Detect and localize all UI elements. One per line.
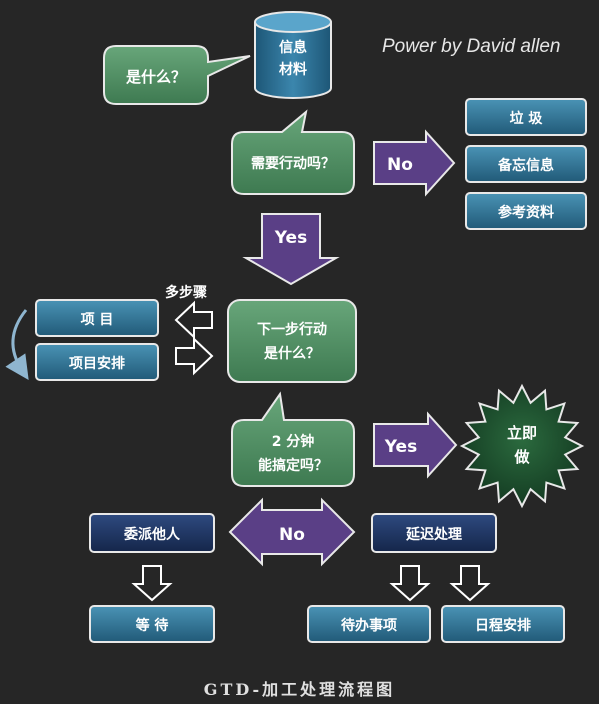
- material-label: 材料: [279, 61, 307, 78]
- do-now-star: 立即 做: [459, 383, 585, 509]
- no-double-arrow: No: [228, 497, 356, 567]
- multi-step-label: 多步骤: [165, 284, 207, 301]
- credit-text: Power by David allen: [382, 36, 561, 57]
- calendar-box: 日程安排: [441, 605, 565, 643]
- calendar-label: 日程安排: [475, 617, 531, 634]
- todo-label: 待办事项: [341, 617, 397, 634]
- curved-arrow: [5, 309, 29, 380]
- defer-label: 延迟处理: [405, 526, 462, 543]
- memo-box: 备忘信息: [465, 145, 587, 183]
- no-label-2: No: [279, 525, 305, 545]
- memo-label: 备忘信息: [497, 157, 554, 174]
- two-minute-label-1: 2 分钟: [272, 433, 315, 450]
- yes-label-1: Yes: [274, 228, 307, 248]
- delegate-box: 委派他人: [89, 513, 215, 553]
- project-label: 项 目: [81, 312, 114, 328]
- yes-label-2: Yes: [384, 437, 417, 457]
- need-action-callout: 需要行动吗？: [231, 109, 355, 195]
- project-plan-label: 项目安排: [69, 355, 125, 372]
- hollow-arrow-left: [174, 300, 213, 340]
- yes-arrow-right: Yes: [373, 411, 458, 479]
- trash-box: 垃 圾: [465, 98, 587, 136]
- wait-label: 等 待: [136, 617, 169, 634]
- do-now-label-2: 做: [513, 448, 530, 466]
- hollow-arrow-down-calendar: [449, 565, 491, 602]
- diagram-caption: GTD-加工处理流程图: [203, 680, 396, 699]
- two-minute-label-2: 能搞定吗？: [258, 457, 328, 474]
- reference-label: 参考资料: [498, 204, 554, 221]
- info-material-cylinder: 信息 材料: [254, 11, 332, 99]
- no-arrow-right: No: [373, 129, 456, 197]
- info-label: 信息: [279, 39, 307, 56]
- next-action-label-1: 下一步行动: [257, 321, 327, 338]
- defer-box: 延迟处理: [371, 513, 497, 553]
- hollow-arrow-right: [175, 336, 214, 376]
- reference-box: 参考资料: [465, 192, 587, 230]
- what-is-it-callout: 是什么？: [103, 45, 251, 105]
- hollow-arrow-down-wait: [131, 565, 173, 602]
- what-is-it-label: 是什么？: [125, 68, 186, 86]
- do-now-label-1: 立即: [507, 424, 537, 442]
- yes-arrow-down: Yes: [242, 213, 340, 286]
- hollow-arrow-down-todo: [389, 565, 431, 602]
- wait-box: 等 待: [89, 605, 215, 643]
- trash-label: 垃 圾: [510, 110, 544, 127]
- project-box: 项 目: [35, 299, 159, 337]
- next-action-box: 下一步行动 是什么？: [227, 299, 357, 383]
- project-plan-box: 项目安排: [35, 343, 159, 381]
- no-label-1: No: [387, 155, 413, 175]
- delegate-label: 委派他人: [123, 526, 181, 543]
- two-minute-callout: 2 分钟 能搞定吗？: [231, 391, 355, 487]
- next-action-label-2: 是什么？: [264, 345, 320, 362]
- need-action-label: 需要行动吗？: [251, 155, 335, 172]
- todo-box: 待办事项: [307, 605, 431, 643]
